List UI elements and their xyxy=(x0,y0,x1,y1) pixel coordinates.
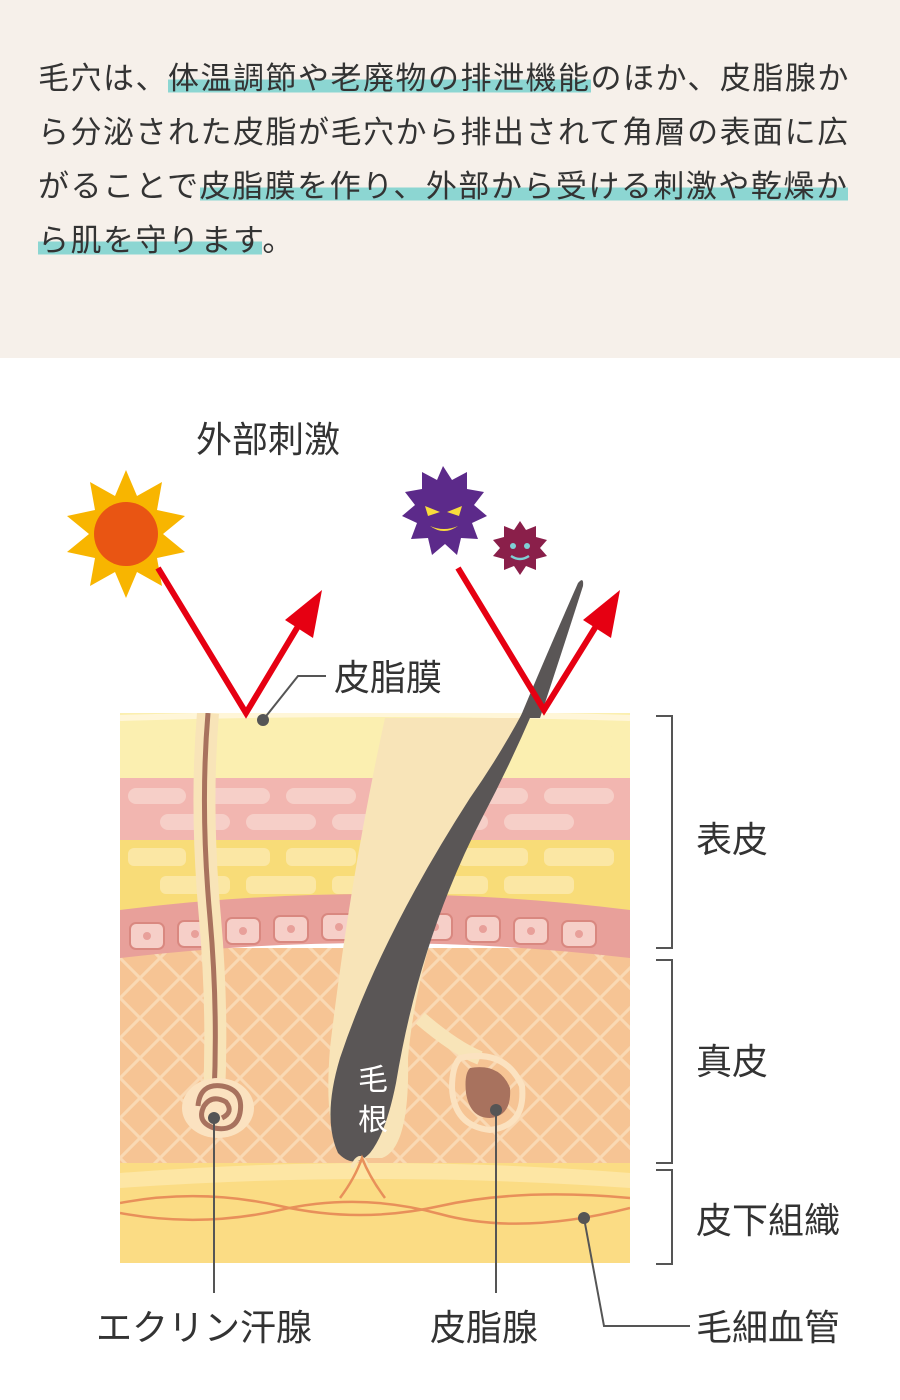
intro-text-segment: のほか、皮脂腺から分泌された皮脂が毛穴から排出されて角層の表面に広がることで xyxy=(38,61,850,205)
eccrine-gland-label: エクリン汗腺 xyxy=(96,1308,312,1349)
hair-root-label-1: 毛 xyxy=(358,1063,388,1098)
intro-text-segment: 。 xyxy=(262,223,295,259)
reflect-arrow-right xyxy=(455,566,601,716)
reflect-arrow-left xyxy=(155,566,303,719)
sebaceous-gland-label: 皮脂腺 xyxy=(430,1308,538,1349)
sun-icon xyxy=(67,470,185,598)
hair-shaft xyxy=(330,713,533,1162)
subcutaneous-label: 皮下組織 xyxy=(696,1201,840,1242)
sebum-film-label: 皮脂膜 xyxy=(334,658,442,699)
virus-icon xyxy=(402,466,487,555)
small-virus-icon xyxy=(493,521,547,575)
epidermis-label: 表皮 xyxy=(696,820,768,861)
intro-paragraph: 毛穴は、体温調節や老廃物の排泄機能のほか、皮脂腺から分泌された皮脂が毛穴から排出… xyxy=(38,52,868,268)
capillary-label: 毛細血管 xyxy=(696,1308,840,1349)
intro-panel: 毛穴は、体温調節や老廃物の排泄機能のほか、皮脂腺から分泌された皮脂が毛穴から排出… xyxy=(0,0,900,358)
external-stimulus-label: 外部刺激 xyxy=(196,420,340,461)
intro-text-segment: 毛穴は、 xyxy=(38,61,168,97)
skin-diagram: 外部刺激 xyxy=(0,358,900,1400)
skin-cross-section xyxy=(120,713,630,1263)
hair-root-label-2: 根 xyxy=(358,1103,388,1138)
dermis-label: 真皮 xyxy=(696,1042,768,1083)
intro-highlight-text: 体温調節や老廃物の排泄機能 xyxy=(168,61,591,97)
